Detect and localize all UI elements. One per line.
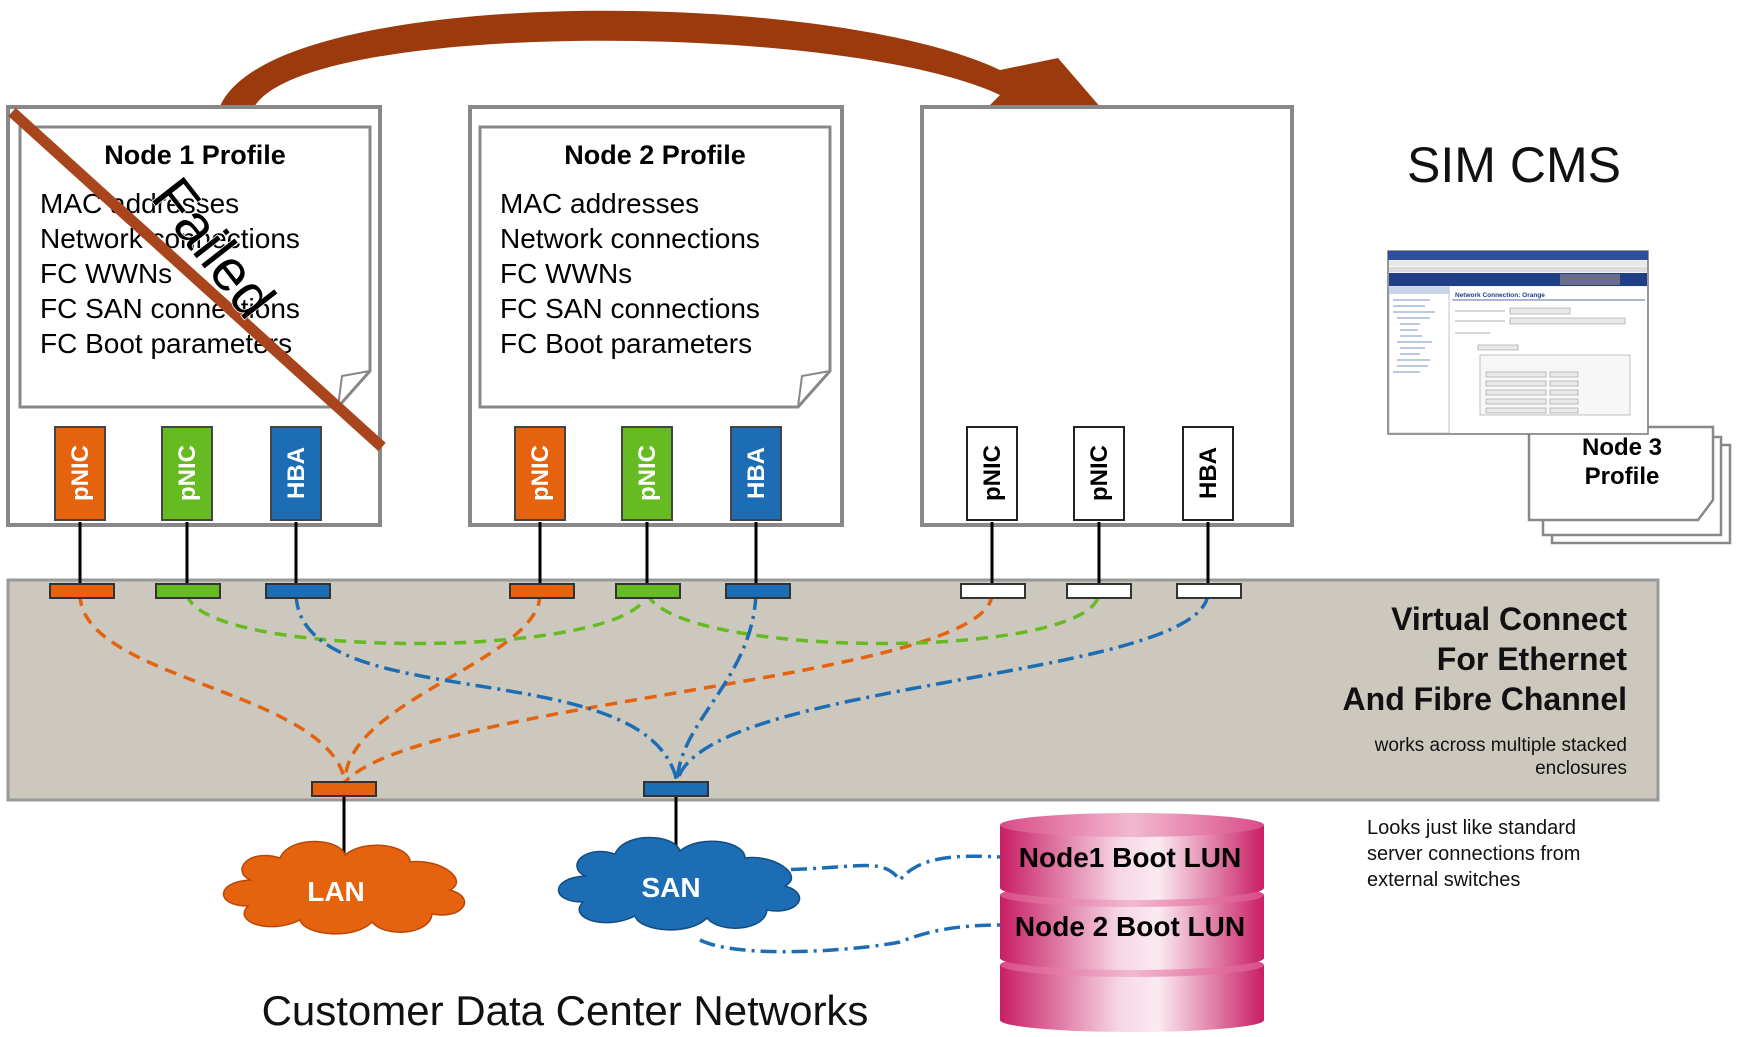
vc-title-line2: For Ethernet (1437, 641, 1628, 677)
node2-line-network: Network connections (500, 223, 760, 254)
network-note-line3: external switches (1367, 869, 1520, 891)
node2-pnic2-label: pNIC (634, 445, 661, 501)
node2-hba-card (730, 426, 782, 521)
node2-pnic1-card (514, 426, 566, 521)
virtual-connect-band (6, 578, 1660, 802)
node1-line-san: FC SAN connections (40, 293, 300, 324)
node1-profile-title: Node 1 Profile (104, 140, 286, 170)
san-label: SAN (641, 872, 700, 903)
vc-port-node2-pnic1 (509, 583, 575, 599)
node1-profile-fold (337, 370, 371, 408)
node2-line-boot: FC Boot parameters (500, 328, 752, 359)
node1-line-mac: MAC addresses (40, 188, 239, 219)
vc-port-node1-hba (265, 583, 331, 599)
vc-port-node1-pnic2 (155, 583, 221, 599)
lun1-label: Node1 Boot LUN (1019, 842, 1241, 873)
migration-arrow (218, 10, 1108, 116)
lan-label: LAN (307, 876, 365, 907)
node2-pnic1-label: pNIC (527, 445, 554, 501)
vc-subtitle-line2: enclosures (1535, 758, 1627, 779)
node2-line-mac: MAC addresses (500, 188, 699, 219)
vc-title-line3: And Fibre Channel (1343, 681, 1627, 717)
node1-hba-card (270, 426, 322, 521)
san-cloud (557, 836, 801, 931)
node1-pnic1-label: pNIC (67, 445, 94, 501)
vc-uplink-lan (311, 781, 377, 797)
node3-pnic2-card (1073, 426, 1125, 521)
node3-hba-label: HBA (1195, 447, 1222, 499)
san-to-lun-links (699, 854, 1001, 954)
node1-pnic1-card (54, 426, 106, 521)
vc-port-node2-hba (725, 583, 791, 599)
node2-profile-title: Node 2 Profile (564, 140, 746, 170)
node1-line-wwn: FC WWNs (40, 258, 172, 289)
lun3-disk (1000, 965, 1264, 1032)
lan-cloud (222, 840, 466, 935)
network-note-line1: Looks just like standard (1367, 817, 1576, 839)
vc-fibre-san-paths (294, 593, 1210, 783)
node2-profile-fold (797, 370, 831, 408)
vc-port-node2-pnic2 (615, 583, 681, 599)
node2-hba-label: HBA (743, 447, 770, 499)
server-uplinks (78, 522, 1210, 584)
failed-strike-line (8, 107, 386, 452)
vc-title-line1: Virtual Connect (1391, 601, 1627, 637)
node2-line-san: FC SAN connections (500, 293, 760, 324)
node3-hba-card (1182, 426, 1234, 521)
node3-pnic1-card (966, 426, 1018, 521)
vc-ethernet-lan-paths (78, 593, 994, 784)
node3-profile-title-line2: Profile (1585, 463, 1660, 490)
sim-cms-screenshot-title: Network Connection: Orange (1455, 292, 1545, 299)
vc-port-node3-hba (1176, 583, 1242, 599)
network-note-line2: server connections from (1367, 843, 1580, 865)
vc-uplink-san (643, 781, 709, 797)
lun2-label: Node 2 Boot LUN (1015, 911, 1245, 942)
vc-subtitle-line1: works across multiple stacked (1374, 735, 1627, 756)
vc-port-node3-pnic2 (1066, 583, 1132, 599)
node3-pnic1-label: pNIC (979, 445, 1006, 501)
lun-stack (1000, 813, 1264, 1032)
sim-cms-screenshot: Network Connection: Orange (1387, 250, 1649, 435)
node1-pnic2-card (161, 426, 213, 521)
node1-hba-label: HBA (283, 447, 310, 499)
vc-port-node1-pnic1 (49, 583, 115, 599)
node3-profile-stack (1527, 425, 1732, 545)
lun2-disk (1000, 895, 1264, 970)
node2-profile-document (478, 125, 832, 409)
networks-caption: Customer Data Center Networks (262, 987, 869, 1034)
vc-port-node3-pnic1 (960, 583, 1026, 599)
node2-line-wwn: FC WWNs (500, 258, 632, 289)
node2-pnic2-card (621, 426, 673, 521)
sim-cms-label: SIM CMS (1407, 137, 1621, 193)
vc-ethernet-green-paths (185, 593, 1101, 646)
node3-profile-title-line1: Node 3 (1582, 434, 1662, 461)
node3-pnic2-label: pNIC (1086, 445, 1113, 501)
node1-pnic2-label: pNIC (174, 445, 201, 501)
lun1-disk (1000, 825, 1264, 900)
